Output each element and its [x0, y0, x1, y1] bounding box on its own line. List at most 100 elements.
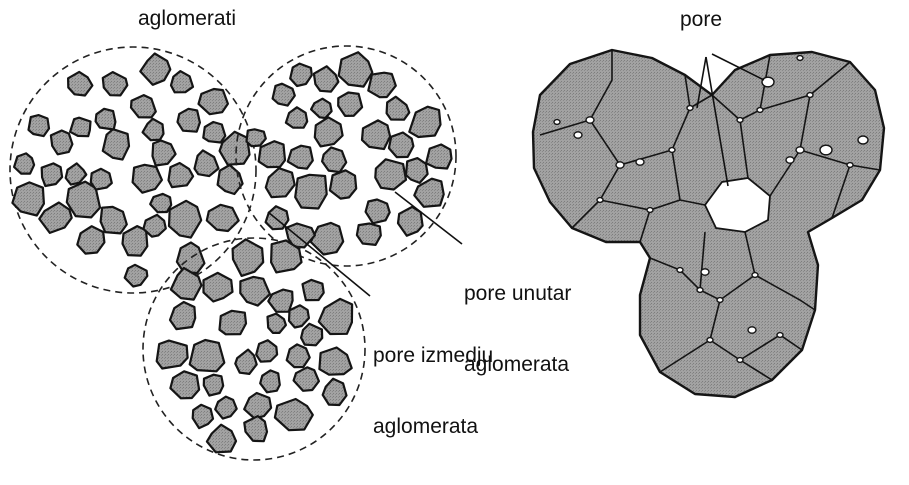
label-pores-between-line2: aglomerata: [373, 415, 493, 439]
small-pore: [687, 106, 693, 111]
grain: [68, 72, 92, 96]
grain: [125, 265, 148, 287]
grain: [256, 340, 277, 362]
small-pore: [748, 327, 756, 333]
grain: [268, 314, 286, 333]
small-pore: [847, 163, 853, 168]
grain: [409, 107, 440, 137]
grain: [103, 129, 129, 159]
grain: [375, 159, 406, 189]
grain: [323, 379, 347, 405]
grain: [157, 341, 188, 369]
grain: [133, 165, 162, 193]
grain: [77, 226, 104, 253]
grain: [178, 109, 200, 132]
small-pore: [796, 147, 804, 153]
small-pore: [820, 145, 832, 155]
grain: [319, 299, 352, 334]
grain: [51, 131, 73, 155]
grain: [368, 73, 396, 98]
grain: [295, 175, 327, 209]
small-pore: [762, 77, 774, 87]
grain: [286, 107, 307, 127]
small-pore: [677, 268, 683, 273]
grain: [366, 200, 390, 224]
small-pore: [701, 269, 709, 275]
grain: [203, 122, 225, 143]
grain: [150, 194, 171, 212]
grain: [169, 201, 201, 238]
grain: [268, 290, 292, 312]
grain: [153, 141, 176, 166]
small-pore: [586, 117, 594, 123]
grain: [319, 348, 351, 375]
grain: [387, 97, 410, 120]
grain: [190, 340, 225, 371]
grain: [289, 305, 309, 327]
label-pores: pore: [680, 8, 722, 32]
grain: [169, 163, 194, 187]
grain: [330, 170, 356, 198]
grain: [140, 54, 170, 85]
grain: [101, 207, 127, 234]
grain: [170, 302, 195, 329]
small-pore: [636, 159, 644, 165]
sintered-body: [533, 50, 884, 397]
grain: [338, 93, 362, 116]
grain: [259, 141, 285, 167]
small-pore: [616, 162, 624, 168]
grain: [12, 182, 44, 215]
small-pore: [757, 108, 763, 113]
grain: [301, 324, 322, 346]
grain: [215, 397, 237, 419]
small-pore: [752, 273, 758, 278]
grain: [247, 129, 266, 146]
small-pore: [574, 132, 582, 138]
grain: [240, 277, 270, 306]
small-pore: [669, 148, 675, 153]
grain: [207, 205, 239, 231]
grain: [294, 367, 319, 391]
grain: [39, 203, 71, 233]
grain: [29, 115, 50, 136]
grain: [311, 223, 344, 255]
small-pore: [647, 208, 653, 213]
grain-cluster: [247, 52, 452, 254]
grain: [244, 393, 271, 419]
grain: [199, 89, 228, 114]
grain: [357, 224, 381, 245]
agglomerate-bottom: [143, 238, 365, 460]
grain: [14, 153, 34, 173]
grain: [266, 168, 295, 197]
grain: [339, 52, 373, 86]
grain: [260, 370, 280, 392]
grain: [315, 117, 343, 146]
grain: [207, 425, 236, 453]
small-pore: [797, 56, 803, 61]
small-pore: [597, 198, 603, 203]
grain: [322, 147, 346, 172]
grain: [406, 158, 428, 183]
small-pore: [737, 118, 743, 123]
grain: [314, 66, 339, 91]
grain: [193, 405, 213, 428]
diagram-canvas: aglomerati pore pore unutar aglomerata p…: [0, 0, 909, 463]
grain-cluster: [12, 54, 249, 287]
grain: [288, 146, 313, 169]
grain: [143, 119, 164, 140]
small-pore: [554, 120, 560, 125]
grain: [42, 163, 62, 186]
small-pore: [697, 288, 703, 293]
grain: [204, 273, 233, 302]
grain: [362, 120, 390, 149]
grain: [177, 243, 205, 274]
grain: [96, 109, 116, 130]
grain-cluster: [157, 239, 352, 452]
grain: [244, 416, 267, 441]
grain: [131, 95, 156, 117]
small-pore: [737, 358, 743, 363]
small-pore: [777, 333, 783, 338]
grain: [143, 215, 165, 237]
grain: [303, 280, 324, 300]
grain: [103, 72, 128, 95]
